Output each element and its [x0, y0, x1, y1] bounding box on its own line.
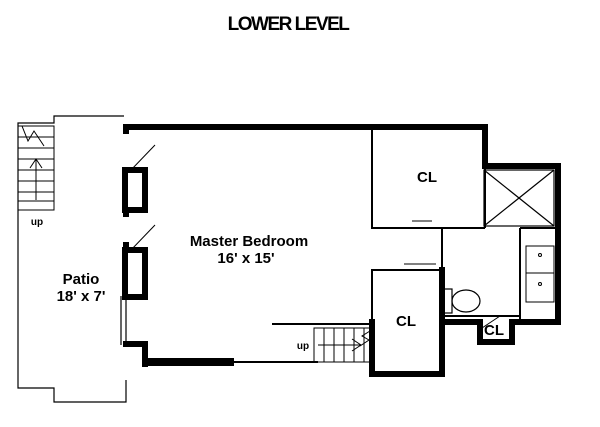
patio-size: 18' x 7': [57, 288, 106, 305]
master-bedroom-size: 16' x 15': [217, 250, 274, 267]
upper-closet-label: CL: [417, 169, 437, 186]
vanity: [525, 245, 555, 303]
plan-title: LOWER LEVEL: [228, 14, 351, 35]
shower: [483, 169, 555, 227]
left-wall-openings: [122, 144, 156, 300]
patio-area: [17, 115, 127, 403]
stair-arrow-head: [29, 158, 43, 169]
left-stairs: [17, 125, 55, 211]
bottom-stairs-label: up: [297, 341, 309, 352]
bottom-wall: [142, 358, 234, 366]
bathroom-walls: [441, 227, 556, 322]
small-closet-label: CL: [484, 322, 504, 339]
master-bedroom-name: Master Bedroom: [190, 233, 308, 250]
lower-closet: [371, 263, 442, 322]
small-closet-door: [481, 315, 501, 329]
patio-name: Patio: [63, 271, 100, 288]
toilet: [443, 288, 481, 314]
lower-closet-label: CL: [396, 313, 416, 330]
left-stairs-label: up: [31, 217, 43, 228]
bottom-stairs: [272, 323, 372, 363]
